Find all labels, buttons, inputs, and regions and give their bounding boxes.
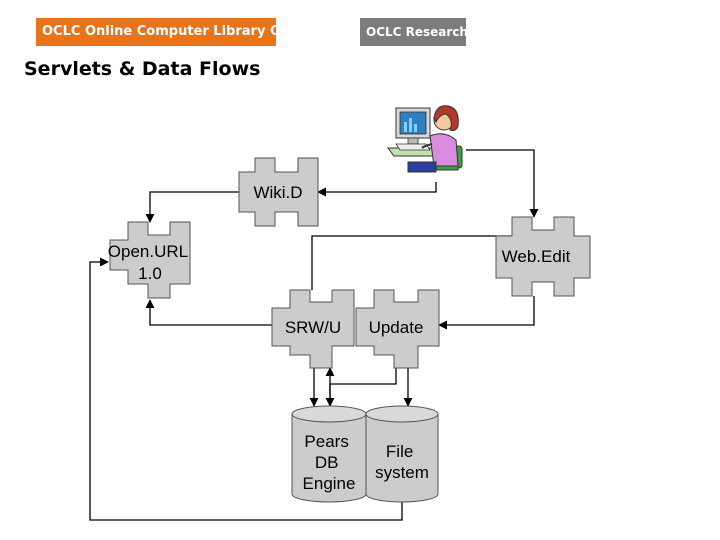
wikid-label: Wiki.D [253,183,302,202]
pears-db-cylinder: Pears DB Engine [291,405,367,503]
pears-db-label-line-1: Pears [304,432,348,451]
pears-db-label-line-2: DB [315,453,339,472]
openurl-label-line-1: Open.URL [108,242,188,261]
file-system-label-line-1: File [386,442,413,461]
openurl-node: Open.URL 1.0 [108,221,192,299]
srwu-node: SRW/U [271,289,355,369]
connectors [89,149,539,521]
oclc-logo: OCLC Online Computer Library Center [36,18,319,46]
webedit-label: Web.Edit [502,247,571,266]
update-label: Update [369,318,424,337]
page-title: Servlets & Data Flows [24,58,261,80]
openurl-label: Open.URL 1.0 [108,242,192,283]
file-system-cylinder: File system [365,405,439,503]
connector-webedit-wikid [311,235,512,290]
connector-filesystem-openurl [89,257,403,521]
srwu-label: SRW/U [285,318,341,337]
connector-user-webedit [466,149,539,218]
pears-db-label-line-3: Engine [303,474,356,493]
user-at-computer-icon [386,100,466,180]
connector-update-db [325,368,397,407]
openurl-label-line-2: 1.0 [138,264,162,283]
connector-webedit-update [438,296,535,330]
wikid-node: Wiki.D [238,157,319,227]
file-system-label: File system [375,442,429,482]
pears-db-label: Pears DB Engine [303,432,356,493]
webedit-node: Web.Edit [495,216,591,297]
connector-user-wikid [317,182,437,197]
update-node: Update [355,289,440,369]
connector-wikid-openurl [145,191,255,223]
oclc-research-logo: OCLC Research [360,18,468,46]
connector-srwu-openurl [145,299,312,326]
file-system-label-line-2: system [375,463,429,482]
